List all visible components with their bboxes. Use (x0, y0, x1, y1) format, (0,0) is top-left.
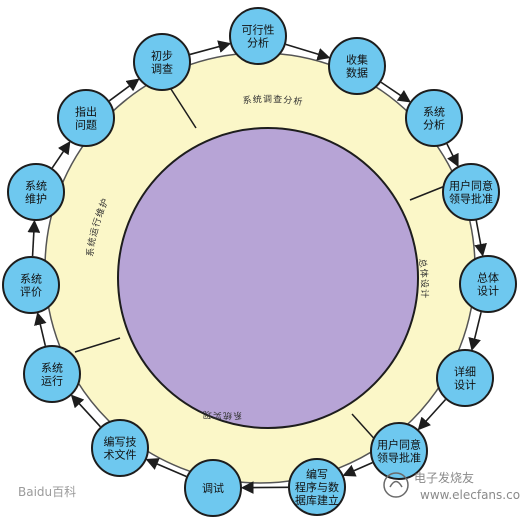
node-label: 收集 (346, 53, 368, 67)
node-label: 领导批准 (377, 451, 421, 465)
node-debug: 调试 (184, 459, 242, 517)
cycle-arrows (27, 40, 487, 495)
node-label: 用户同意 (449, 179, 493, 193)
node-circle (229, 7, 287, 65)
node-label: 分析 (247, 36, 269, 50)
watermark-elecfans: 电子发烧友 www.elecfans.com (383, 470, 521, 502)
cycle-arrow (474, 220, 487, 257)
node-label: 调查 (151, 62, 173, 76)
cycle-arrow (108, 78, 140, 102)
elecfans-name: 电子发烧友 (414, 470, 474, 485)
node-label: 详细 (454, 365, 476, 379)
node-label: 分析 (423, 118, 445, 132)
node-overall: 总体设计 (459, 255, 517, 313)
node-circle (436, 349, 494, 407)
elecfans-url: www.elecfans.com (420, 488, 521, 502)
node-circle (7, 163, 65, 221)
cycle-arrow (342, 461, 373, 477)
cycle-arrow (34, 312, 47, 346)
node-label: 指出 (75, 105, 97, 119)
node-label: 程序与数 (295, 480, 339, 494)
node-label: 总体 (477, 271, 499, 285)
node-label: 问题 (75, 119, 97, 132)
node-circle (459, 255, 517, 313)
node-label: 系统 (20, 273, 42, 286)
node-circle (442, 163, 500, 221)
node-label: 系统 (41, 362, 63, 375)
node-circle (405, 89, 463, 147)
node-label: 领导批准 (449, 192, 493, 206)
cycle-arrow (145, 458, 187, 478)
phase-implementation-label: 系统实现 (201, 408, 242, 422)
elecfans-logo-icon (383, 472, 409, 498)
node-label: 设计 (477, 285, 499, 298)
cycle-arrow (417, 398, 447, 431)
node-label: 系统 (25, 180, 47, 193)
node-label: 据库建立 (295, 493, 339, 507)
node-label: 初步 (151, 49, 173, 63)
node-circle (328, 37, 386, 95)
node-run: 系统运行 (23, 345, 81, 403)
node-label: 设计 (454, 379, 476, 392)
center-circle (117, 127, 419, 429)
node-circle (370, 422, 428, 480)
node-label: 术文件 (104, 448, 137, 462)
node-label: 可行性 (242, 23, 275, 37)
cycle-arrow (51, 141, 71, 169)
node-label: 系统 (423, 106, 445, 119)
cycle-arrow (446, 143, 459, 168)
node-circle (288, 458, 346, 516)
cycle-nodes: 可行性分析收集数据系统分析用户同意领导批准总体设计详细设计用户同意领导批准编写程… (2, 7, 517, 517)
node-circle (2, 256, 60, 314)
phase-analysis-label: 系统调查分析 (242, 93, 304, 108)
node-circle (23, 345, 81, 403)
node-label: 编写 (306, 467, 328, 481)
baidu-watermark: Baidu百科 (18, 485, 76, 499)
node-label: 用户同意 (377, 438, 421, 452)
node-circle (133, 33, 191, 91)
cycle-arrow (468, 311, 482, 351)
watermark-baidu: Baidu百科 (18, 485, 76, 499)
node-circle (184, 459, 242, 517)
node-label: 运行 (41, 375, 63, 388)
cycle-arrow (189, 40, 232, 56)
node-circle (57, 89, 115, 147)
cycle-arrow (70, 394, 101, 428)
node-circle (91, 419, 149, 477)
cycle-arrow (380, 81, 411, 103)
node-label: 编写技 (104, 435, 137, 449)
node-label: 维护 (25, 192, 47, 206)
cycle-arrow (285, 43, 331, 61)
node-label: 数据 (346, 66, 368, 80)
cycle-arrow (27, 219, 41, 257)
node-label: 评价 (20, 286, 42, 299)
node-label: 调试 (202, 482, 224, 495)
